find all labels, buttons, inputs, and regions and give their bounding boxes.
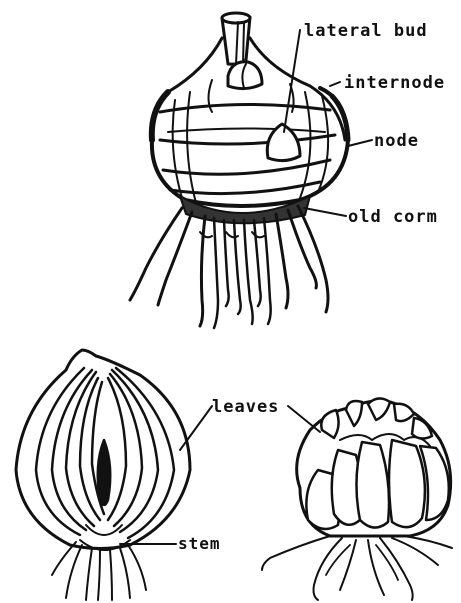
corm-drawing [130, 13, 372, 328]
label-old-corm: old corm [348, 207, 438, 227]
label-leaves: leaves [212, 397, 279, 417]
label-lateral-bud: lateral bud [304, 21, 428, 41]
label-internode: internode [344, 73, 445, 93]
onion-section-drawing [16, 350, 212, 600]
label-stem: stem [178, 534, 221, 553]
label-node: node [374, 131, 419, 151]
garlic-bulb-drawing [262, 398, 452, 600]
